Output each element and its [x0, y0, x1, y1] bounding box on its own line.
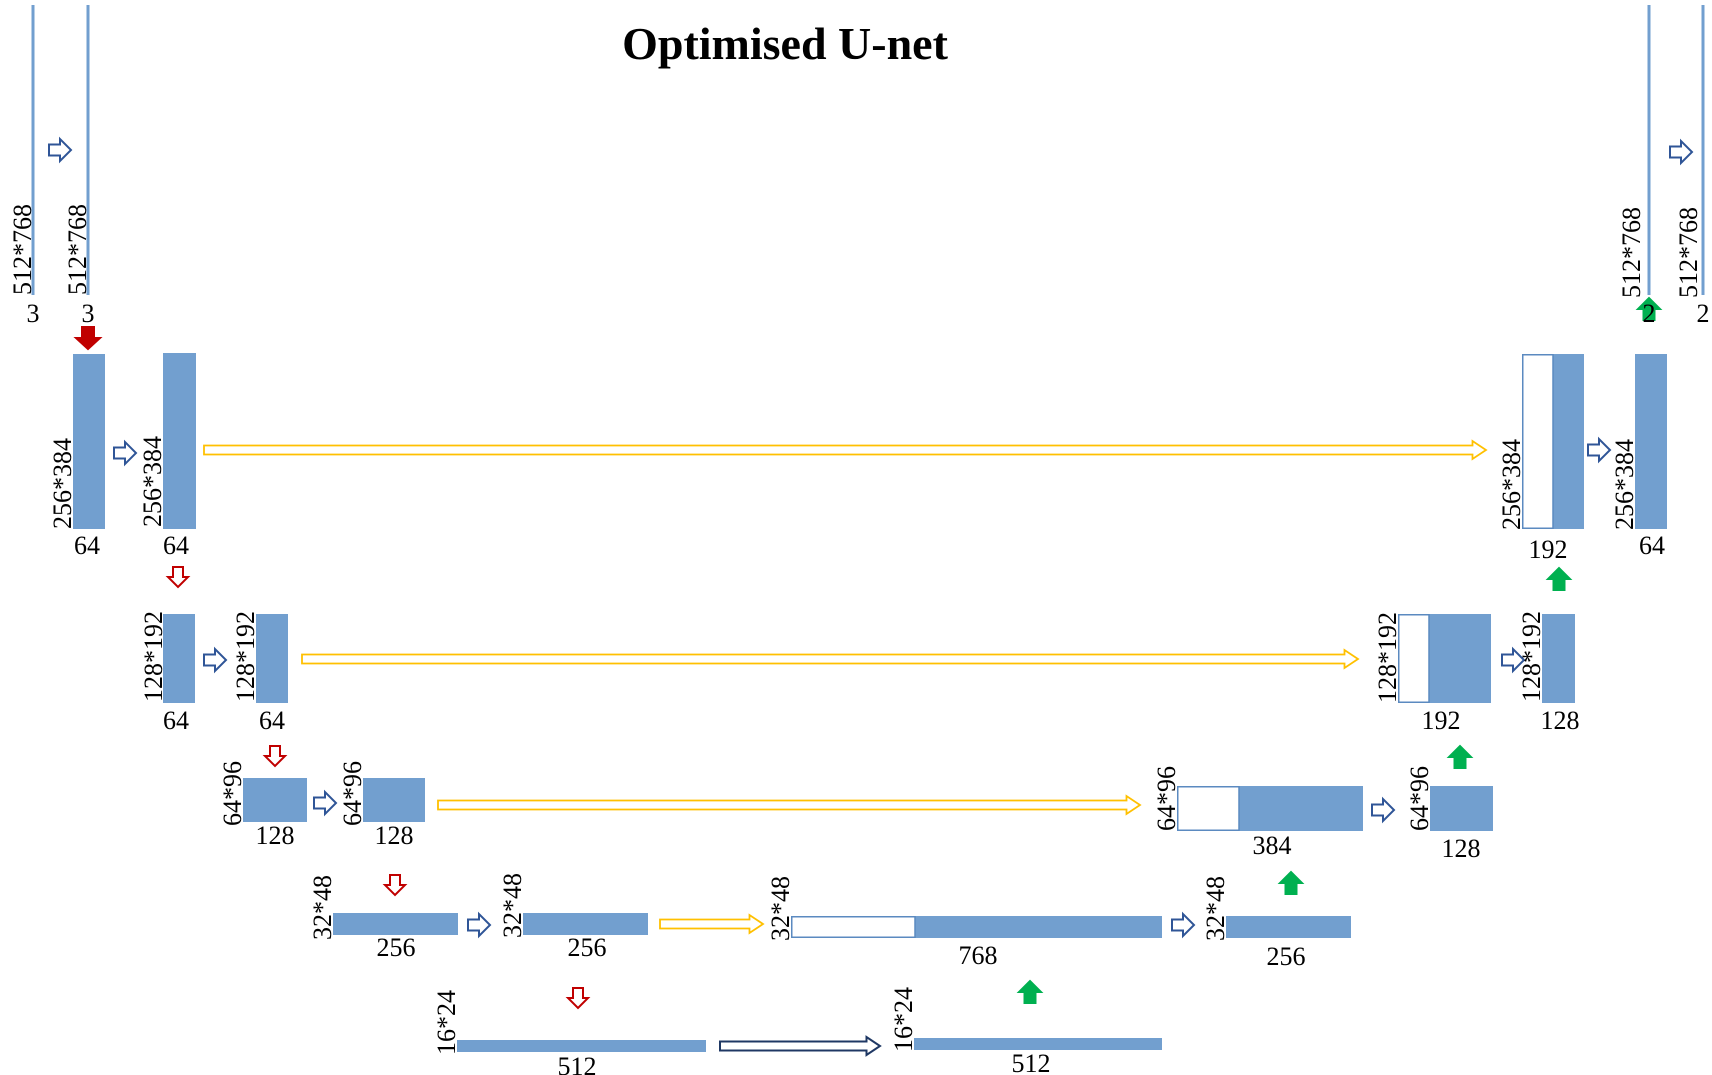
- block-e3a: [243, 778, 307, 822]
- channel-label-in0: 3: [27, 299, 40, 328]
- block-e4a: [333, 913, 458, 935]
- channel-label-e4b: 256: [568, 933, 607, 962]
- conv-arrow-out: [1669, 138, 1694, 166]
- size-label-e2b: 128*192: [231, 611, 260, 702]
- conv-arrow-in: [48, 136, 73, 164]
- size-label-b1: 16*24: [432, 990, 461, 1055]
- conv-arrow-e1: [113, 439, 138, 467]
- pool-arrow-level2: [262, 745, 288, 768]
- size-label-d4cat: 32*48: [766, 876, 795, 941]
- size-label-out0: 512*768: [1617, 207, 1646, 298]
- feature-map-blocks: [31, 5, 1705, 1052]
- size-label-d2cat: 128*192: [1373, 612, 1402, 703]
- size-label-e2a: 128*192: [139, 611, 168, 702]
- size-label-d3cat: 64*96: [1152, 766, 1181, 831]
- block-d3: [1430, 786, 1493, 831]
- block-e4b: [523, 913, 648, 935]
- up-arrow-out: [1635, 296, 1663, 321]
- conv-arrow-e4: [467, 911, 492, 939]
- size-label-b2: 16*24: [889, 987, 918, 1052]
- size-label-e4a: 32*48: [308, 875, 337, 940]
- block-e2a: [163, 614, 195, 703]
- block-e1b: [163, 353, 196, 529]
- size-label-e3a: 64*96: [218, 761, 247, 826]
- size-label-d3: 64*96: [1405, 766, 1434, 831]
- channel-label-d2: 128: [1541, 706, 1580, 735]
- pool-arrow-level1: [165, 566, 191, 589]
- channel-label-d3cat: 384: [1253, 831, 1292, 860]
- concat-skip-part-d2cat: [1398, 614, 1430, 703]
- size-label-e1b: 256*384: [138, 436, 167, 527]
- up-arrow-level3: [1277, 870, 1305, 895]
- channel-label-e1b: 64: [163, 531, 189, 560]
- channel-label-e2a: 64: [163, 706, 189, 735]
- block-e3b: [363, 778, 425, 822]
- channel-label-d3: 128: [1442, 834, 1481, 863]
- conv-arrow-d2: [1501, 646, 1526, 674]
- block-d4: [1226, 916, 1351, 938]
- channel-label-e4a: 256: [377, 933, 416, 962]
- size-label-d2: 128*192: [1517, 611, 1546, 702]
- block-b2: [914, 1038, 1162, 1050]
- input-down-arrow: [73, 326, 103, 351]
- conv-arrow-d1: [1587, 436, 1612, 464]
- diagram-title: Optimised U-net: [622, 18, 949, 69]
- channel-label-d4: 256: [1267, 942, 1306, 971]
- size-label-e4b: 32*48: [498, 873, 527, 938]
- channel-label-d2cat: 192: [1422, 706, 1461, 735]
- connection-arrows: [48, 136, 1694, 1057]
- block-e2b: [256, 614, 288, 703]
- channel-label-out1: 2: [1697, 299, 1710, 328]
- concat-skip-part-d3cat: [1177, 786, 1240, 831]
- pool-arrow-level4: [565, 987, 591, 1010]
- concat-skip-part-d1cat: [1522, 354, 1554, 529]
- channel-label-d1: 64: [1639, 531, 1665, 560]
- size-label-in0: 512*768: [8, 204, 37, 295]
- size-label-d4: 32*48: [1201, 876, 1230, 941]
- conv-arrow-d4: [1171, 911, 1196, 939]
- bottleneck-arrow: [719, 1035, 882, 1057]
- channel-label-d1cat: 192: [1529, 535, 1568, 564]
- channel-label-b2: 512: [1012, 1049, 1051, 1075]
- block-b1: [457, 1040, 706, 1052]
- channel-label-e3a: 128: [256, 821, 295, 850]
- channel-label-b1: 512: [558, 1052, 597, 1075]
- block-d1: [1635, 354, 1667, 529]
- concat-skip-part-d4cat: [791, 916, 916, 938]
- channel-label-d4cat: 768: [959, 941, 998, 970]
- block-e1a: [73, 354, 105, 529]
- up-arrow-level4: [1016, 979, 1044, 1004]
- channel-label-out0: 2: [1643, 299, 1656, 328]
- up-arrow-level2: [1446, 744, 1474, 769]
- block-d2: [1542, 614, 1575, 703]
- skip-arrow-level4: [659, 913, 765, 935]
- up-arrow-level1: [1545, 566, 1573, 591]
- channel-label-e3b: 128: [375, 821, 414, 850]
- size-label-out1: 512*768: [1674, 207, 1703, 298]
- size-label-d1cat: 256*384: [1497, 439, 1526, 530]
- conv-arrow-d3: [1371, 796, 1396, 824]
- size-label-in1: 512*768: [63, 204, 92, 295]
- skip-arrow-level2: [301, 648, 1360, 670]
- channel-label-e2b: 64: [259, 706, 285, 735]
- pool-arrow-level3: [382, 874, 408, 897]
- size-label-e1a: 256*384: [48, 438, 77, 529]
- conv-arrow-e3: [313, 789, 338, 817]
- skip-arrow-level3: [437, 794, 1142, 816]
- size-label-e3b: 64*96: [338, 761, 367, 826]
- channel-label-in1: 3: [82, 299, 95, 328]
- block-labels: 512*7683512*7683512*7682512*7682256*3846…: [8, 204, 1710, 1075]
- skip-arrow-level1: [203, 439, 1488, 461]
- size-label-d1: 256*384: [1610, 439, 1639, 530]
- channel-label-e1a: 64: [74, 531, 100, 560]
- conv-arrow-e2: [203, 646, 228, 674]
